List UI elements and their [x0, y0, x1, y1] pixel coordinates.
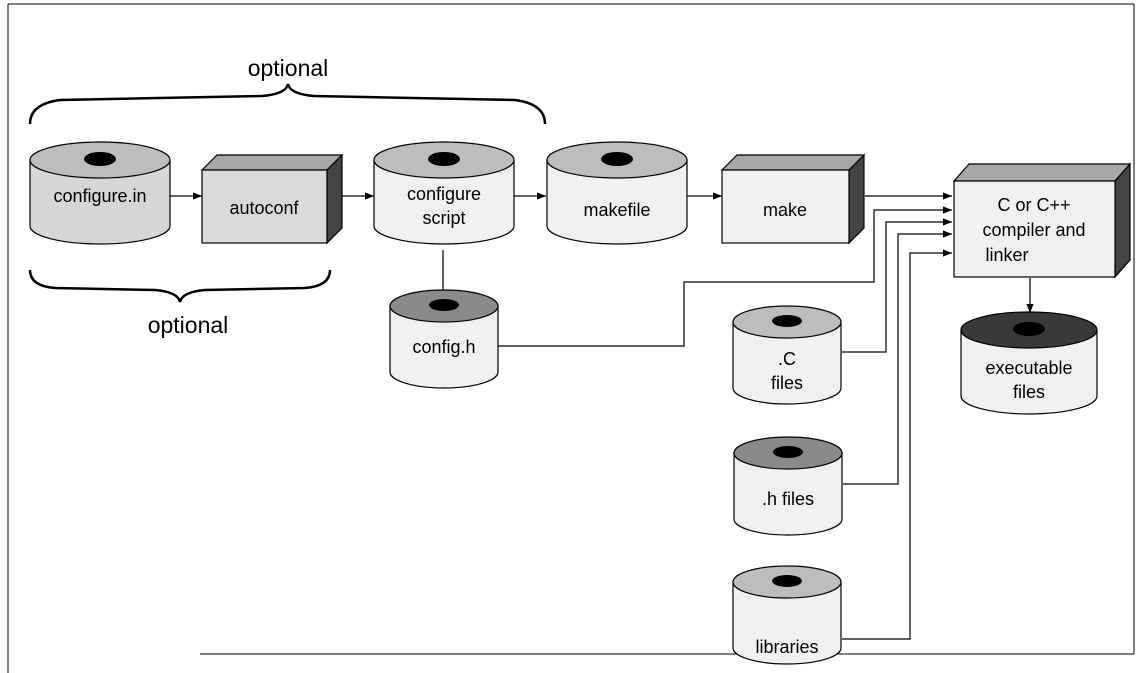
h-files-label: .h files	[762, 489, 814, 509]
c-files-label-line2: files	[771, 373, 803, 393]
c-files-cylinder: .C files	[732, 305, 842, 405]
compiler-box: C or C++ compiler and linker	[952, 162, 1132, 279]
compiler-label-line2: compiler and	[982, 220, 1085, 240]
make-label: make	[763, 200, 807, 220]
compiler-label-line1: C or C++	[997, 195, 1070, 215]
configure-script-label-line1: configure	[407, 184, 481, 204]
executable-files-label-line1: executable	[985, 358, 1072, 378]
executable-files-cylinder: executable files	[960, 311, 1098, 415]
bottom-optional-label: optional	[148, 312, 229, 338]
arrow-c-files-to-compiler	[842, 218, 952, 353]
makefile-cylinder: makefile	[546, 141, 688, 245]
configure-in-cylinder: configure.in	[29, 141, 171, 245]
make-box: make	[720, 153, 866, 245]
config-h-cylinder: config.h	[389, 289, 499, 389]
arrow-libraries-to-compiler	[842, 249, 952, 640]
h-files-cylinder: .h files	[733, 436, 843, 536]
autoconf-label: autoconf	[229, 198, 299, 218]
autoconf-box: autoconf	[200, 153, 344, 245]
makefile-label: makefile	[583, 200, 650, 220]
configure-script-cylinder: configure script	[373, 141, 515, 245]
arrow-config-h-to-compiler	[498, 206, 952, 347]
bottom-optional-brace	[28, 269, 332, 303]
config-h-label: config.h	[412, 337, 475, 357]
libraries-cylinder: libraries	[732, 565, 842, 665]
configure-in-label: configure.in	[53, 186, 146, 206]
top-optional-label: optional	[248, 55, 329, 81]
executable-files-label-line2: files	[1013, 382, 1045, 402]
compiler-label-line3: linker	[985, 245, 1028, 265]
arrow-h-files-to-compiler	[843, 230, 952, 485]
libraries-label: libraries	[755, 637, 818, 657]
top-optional-brace	[28, 83, 547, 125]
c-files-label-line1: .C	[778, 349, 796, 369]
configure-script-label-line2: script	[422, 208, 465, 228]
